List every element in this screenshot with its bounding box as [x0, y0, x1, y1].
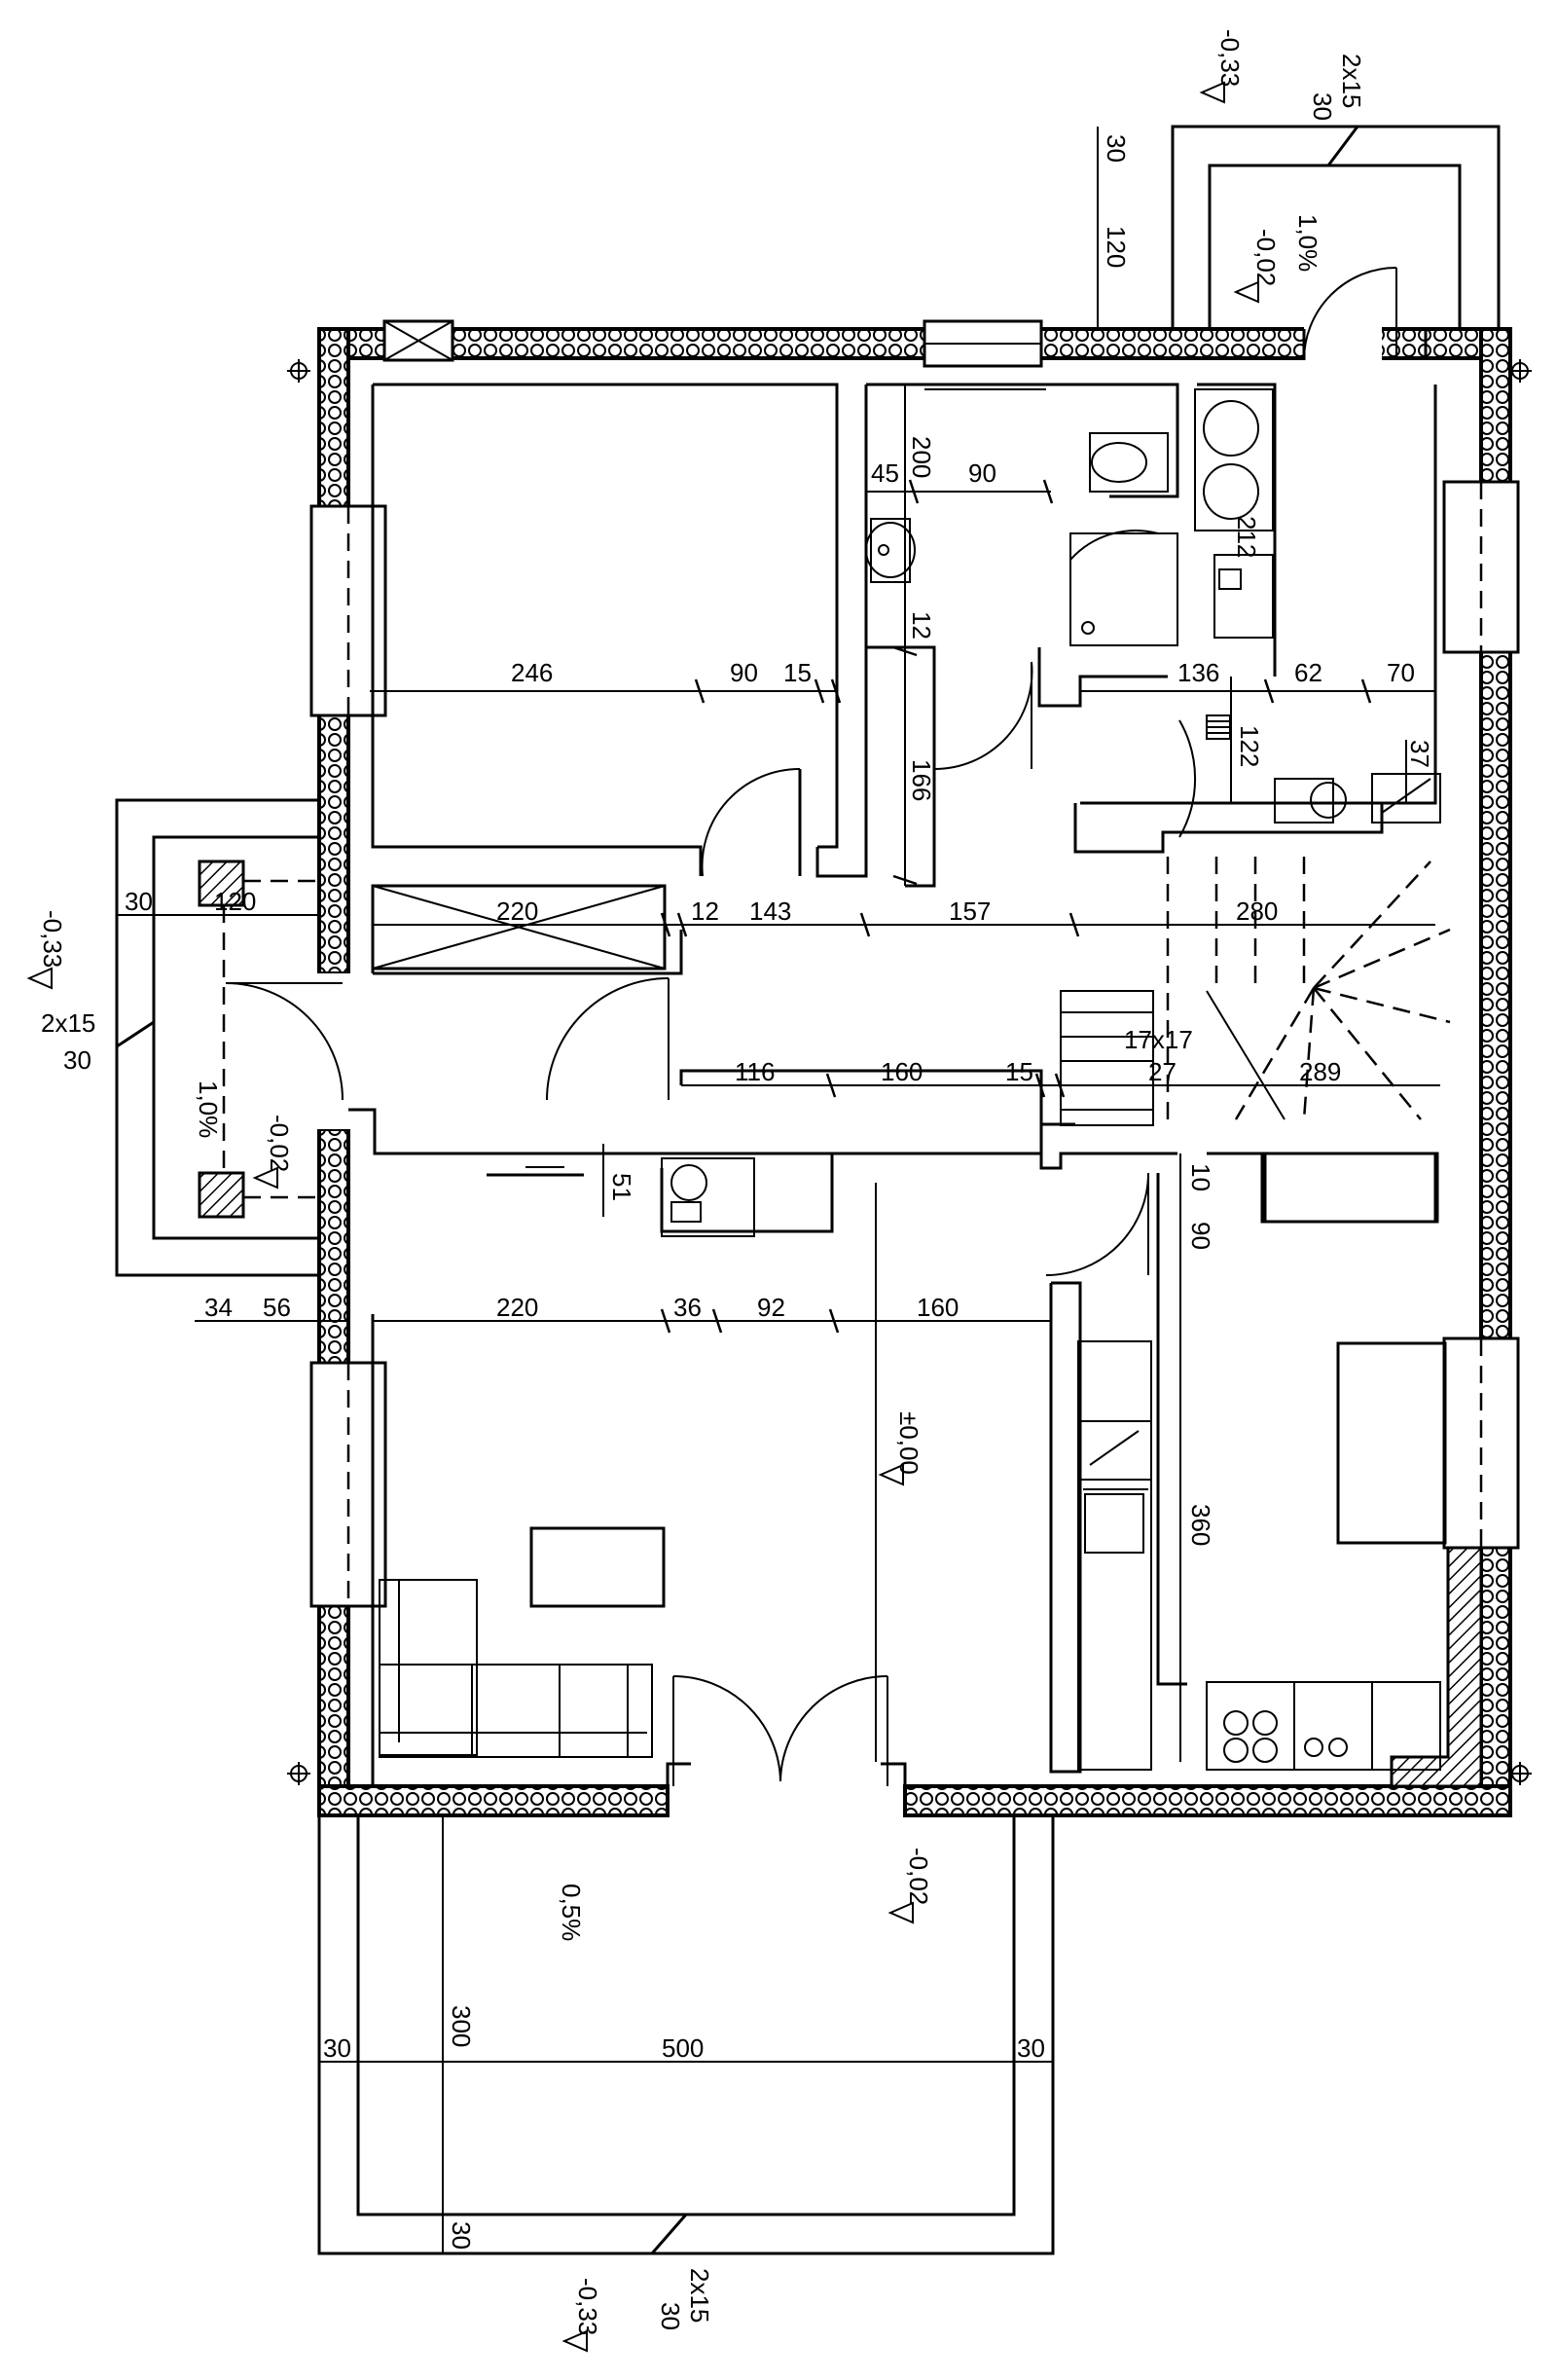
dim-entrance-30: 30 [125, 887, 153, 916]
level-top: -0,33 [1215, 29, 1245, 87]
dim-bedroom-90: 90 [730, 658, 758, 687]
doors [225, 267, 1397, 1786]
dimension-labels: 246 90 15 45 90 200 12 166 136 62 70 212… [125, 134, 1434, 2250]
dim-back-120: 120 [1102, 226, 1131, 268]
steps-top-count: 2x15 [1337, 54, 1366, 108]
dim-utility-212: 212 [1232, 516, 1261, 558]
level-left-entry: -0,02 [265, 1115, 294, 1172]
interior-walls [348, 383, 1437, 1786]
dim-lower-160: 160 [917, 1293, 959, 1322]
dim-bath-90: 90 [968, 458, 996, 488]
dim-bedroom-246: 246 [511, 658, 553, 687]
dim-lower-92: 92 [757, 1293, 785, 1322]
dim-utility-37: 37 [1405, 740, 1434, 768]
dim-bath-12: 12 [907, 611, 936, 640]
dim-hall-289: 289 [1299, 1057, 1341, 1086]
dim-utility-136: 136 [1177, 658, 1219, 687]
stairs-step-size: 17x17 [1124, 1025, 1193, 1054]
dim-hall-143: 143 [749, 897, 791, 926]
dim-lower-90: 90 [1186, 1222, 1215, 1250]
dim-hall-220: 220 [496, 897, 538, 926]
slope-entrance: 1,0% [194, 1080, 223, 1138]
steps-left-depth: 30 [63, 1045, 91, 1075]
dim-bath-166: 166 [907, 759, 936, 801]
dim-hall-280: 280 [1236, 897, 1278, 926]
level-left: -0,33 [38, 910, 67, 968]
terrace [317, 1815, 1055, 2255]
dim-bath-45: 45 [871, 458, 899, 488]
level-back-porch: -0,02 [1251, 229, 1281, 286]
fixtures [371, 388, 1447, 1771]
dim-utility-122: 122 [1235, 725, 1264, 767]
dim-entrance-34: 34 [204, 1293, 233, 1322]
steps-bottom-depth: 30 [656, 2302, 685, 2330]
back-porch [1171, 125, 1501, 329]
dim-entrance-56: 56 [263, 1293, 291, 1322]
level-terrace: -0,02 [904, 1848, 933, 1905]
dim-utility-70: 70 [1387, 658, 1415, 687]
dim-lower-10: 10 [1186, 1163, 1215, 1191]
steps-bottom-count: 2x15 [685, 2268, 714, 2323]
steps-left-count: 2x15 [41, 1008, 95, 1038]
level-main-floor: ±0,00 [894, 1411, 923, 1475]
dim-lower-51: 51 [607, 1173, 636, 1201]
grid-markers [287, 359, 1532, 1785]
dim-hall-157: 157 [949, 897, 991, 926]
dim-hall-116: 116 [735, 1057, 775, 1086]
entrance-porch [115, 798, 321, 1277]
stairs-count: 27 [1148, 1057, 1177, 1086]
slope-terrace: 0,5% [557, 1884, 586, 1941]
steps-top-depth: 30 [1308, 92, 1337, 121]
staircase [1060, 857, 1451, 1126]
dim-terrace-30-left: 30 [323, 2033, 351, 2063]
dim-hall-160: 160 [881, 1057, 923, 1086]
dim-hall-15: 15 [1005, 1057, 1033, 1086]
dim-terrace-30-v: 30 [447, 2221, 476, 2250]
dim-lower-360: 360 [1186, 1504, 1215, 1546]
dim-bedroom-15: 15 [783, 658, 812, 687]
dim-lower-36: 36 [673, 1293, 702, 1322]
dim-bath-200: 200 [907, 436, 936, 478]
dim-hall-12: 12 [691, 897, 719, 926]
dim-terrace-300: 300 [447, 2005, 476, 2047]
level-markers: -0,33 -0,02 1,0% 2x15 30 -0,33 -0,02 1,0… [26, 29, 1366, 2353]
dim-back-30: 30 [1102, 134, 1131, 163]
dimension-lines [117, 127, 1440, 2253]
slope-back: 1,0% [1293, 214, 1322, 272]
dim-entrance-120: 120 [214, 887, 256, 916]
dim-terrace-500: 500 [662, 2033, 704, 2063]
dim-utility-62: 62 [1294, 658, 1322, 687]
level-bottom: -0,33 [573, 2278, 602, 2335]
dim-lower-220: 220 [496, 1293, 538, 1322]
dim-terrace-30-right: 30 [1017, 2033, 1045, 2063]
